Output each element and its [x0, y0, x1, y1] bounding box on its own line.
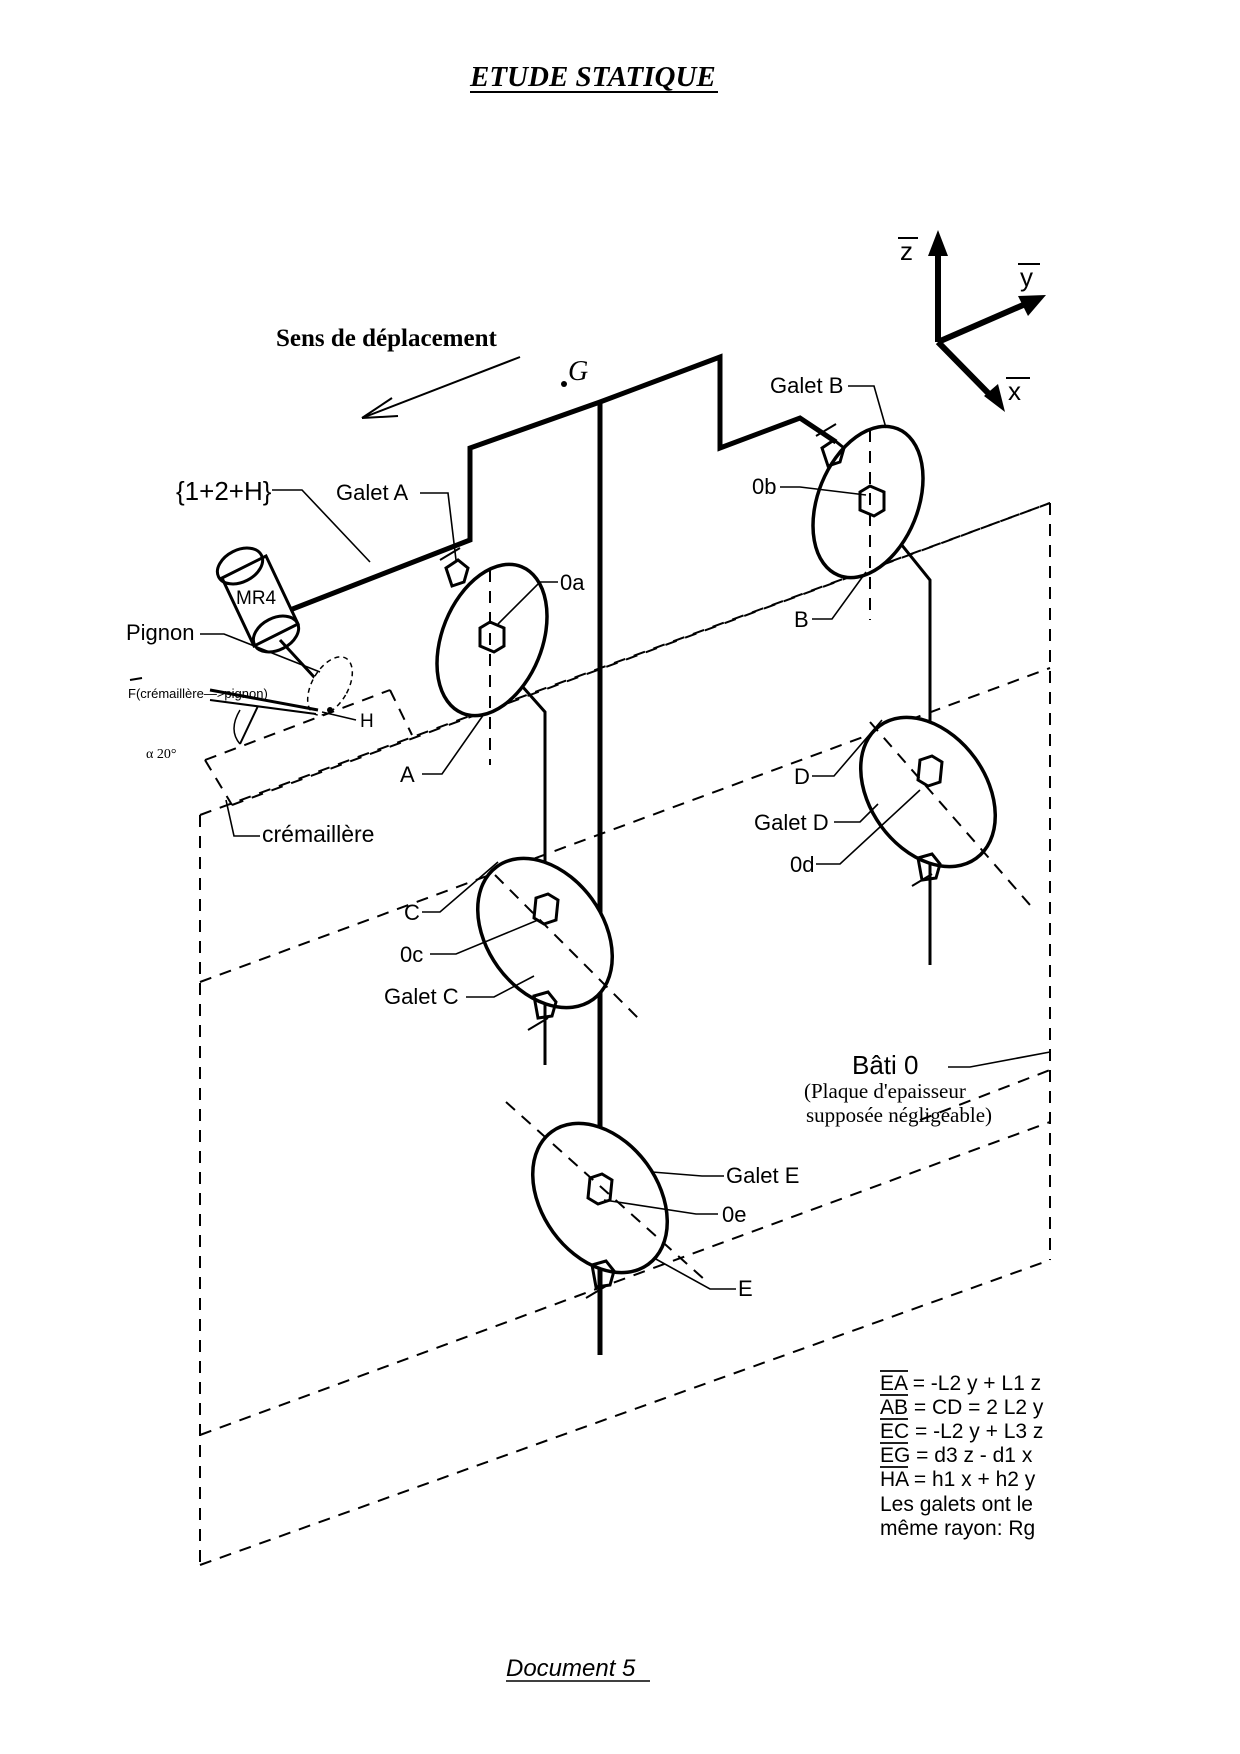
- axis-triad: [928, 230, 1046, 412]
- roller-b-contact: B: [794, 607, 809, 632]
- roller-e-contact: E: [738, 1276, 753, 1301]
- pinion-force-vector-bar: [129, 677, 143, 681]
- axis-x-label: x: [1008, 376, 1021, 406]
- leader-h: [321, 711, 357, 721]
- roller-a-center: 0a: [560, 570, 585, 595]
- axis-y-label: y: [1020, 262, 1033, 292]
- radius-note-line1: Les galets ont le: [880, 1493, 1033, 1516]
- leader-assembly: [272, 489, 371, 563]
- equation-eg: EG = d3 z - d1 x: [880, 1444, 1033, 1467]
- leader-e: [653, 1257, 736, 1290]
- roller-d-name: Galet D: [754, 810, 829, 835]
- roller-c-contact: C: [404, 900, 420, 925]
- leader-0b: [780, 486, 867, 496]
- roller-a-name: Galet A: [336, 480, 408, 505]
- roller-c: [475, 856, 641, 1031]
- leader-0c: [430, 919, 539, 955]
- leader-c: [422, 861, 499, 913]
- pinion-force-label: F(crémaillère—>pignon): [128, 686, 268, 701]
- roller-d: [858, 715, 1031, 906]
- leader-0a: [497, 581, 558, 625]
- leader-roller-e: [651, 1171, 724, 1177]
- equation-ab-cd: AB = CD = 2 L2 y: [880, 1396, 1044, 1419]
- leader-b: [812, 571, 867, 620]
- center-of-mass-point: [561, 381, 567, 387]
- equation-ec: EC = -L2 y + L3 z: [880, 1420, 1043, 1443]
- roller-e-center: 0e: [722, 1202, 746, 1227]
- pinion-point-h: H: [360, 711, 374, 732]
- leader-a: [422, 713, 485, 775]
- frame-note-line2: supposée négligeable): [806, 1103, 992, 1127]
- equation-ha: HA = h1 x + h2 y: [880, 1468, 1036, 1491]
- roller-c-center: 0c: [400, 942, 423, 967]
- roller-b-center: 0b: [752, 474, 776, 499]
- motor-label: MR4: [236, 588, 277, 609]
- vector-equations: EA = -L2 y + L1 z AB = CD = 2 L2 y EC = …: [880, 1370, 1044, 1491]
- roller-d-contact: D: [794, 764, 810, 789]
- direction-arrow: [361, 356, 521, 419]
- roller-d-center: 0d: [790, 852, 814, 877]
- frame-plate-outline: [199, 502, 1051, 1566]
- roller-e: [505, 1101, 706, 1299]
- leader-frame: [948, 1051, 1051, 1068]
- assembly-label: {1+2+H}: [176, 476, 272, 506]
- leader-roller-d: [834, 803, 879, 823]
- leader-roller-c: [466, 975, 535, 998]
- leader-pinion: [200, 633, 321, 673]
- leader-d: [812, 719, 883, 777]
- roller-c-name: Galet C: [384, 984, 459, 1009]
- equation-ea: EA = -L2 y + L1 z: [880, 1372, 1041, 1395]
- roller-a-contact: A: [400, 762, 415, 787]
- roller-b: [811, 423, 925, 620]
- leader-0e: [603, 1199, 718, 1215]
- roller-e-name: Galet E: [726, 1163, 799, 1188]
- page-title: ETUDE STATIQUE: [469, 61, 716, 93]
- roller-b-name: Galet B: [770, 373, 843, 398]
- frame-note-line1: (Plaque d'epaisseur: [804, 1079, 966, 1103]
- direction-label: Sens de déplacement: [276, 325, 498, 352]
- center-of-mass-label: G: [568, 356, 588, 387]
- leader-roller-a: [420, 492, 457, 561]
- pinion-label: Pignon: [126, 620, 195, 645]
- axis-z-label: z: [900, 236, 913, 266]
- leader-roller-b: [848, 385, 887, 429]
- radius-note-line2: même rayon: Rg: [880, 1517, 1035, 1540]
- rack: [204, 502, 1051, 806]
- leader-0d: [816, 789, 921, 865]
- rack-label: crémaillère: [262, 821, 374, 847]
- document-footer: Document 5: [506, 1655, 636, 1682]
- leader-rack: [225, 799, 260, 837]
- frame-label: Bâti 0: [852, 1050, 919, 1080]
- pressure-angle-label: α 20°: [146, 747, 176, 762]
